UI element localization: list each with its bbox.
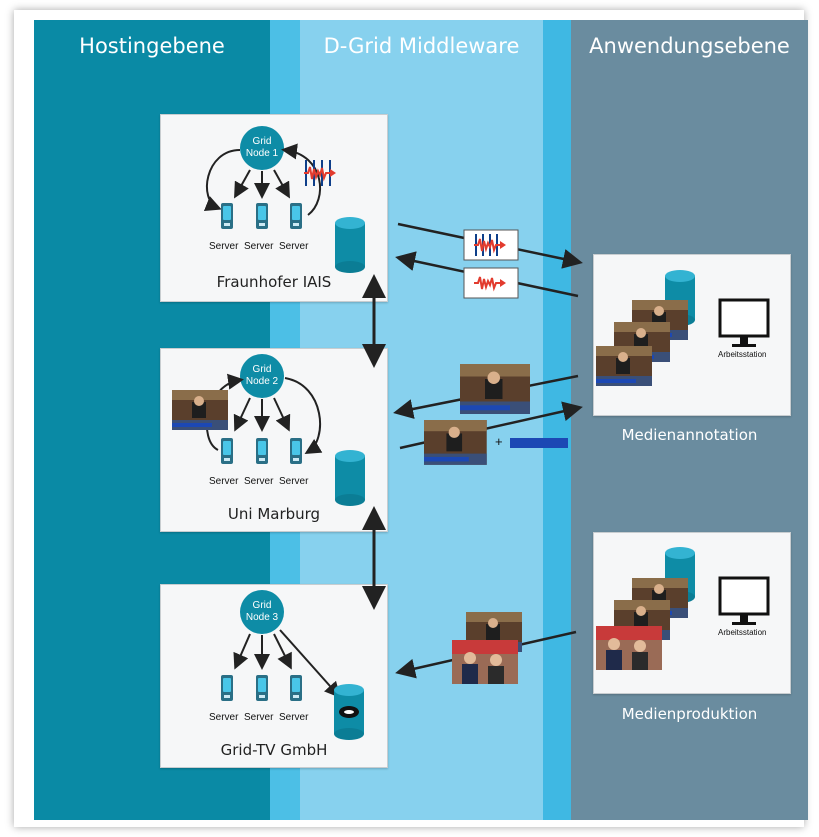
plus-sign: + bbox=[495, 434, 503, 449]
grid-node-1-icon bbox=[240, 126, 284, 170]
video-frame-icon bbox=[452, 640, 518, 684]
database-icon bbox=[335, 450, 365, 506]
node-2-line2: Node 2 bbox=[245, 376, 279, 387]
server-label: Server bbox=[244, 476, 274, 487]
server-label: Server bbox=[244, 712, 274, 723]
video-archive-icon bbox=[334, 684, 364, 740]
monitor-icon bbox=[718, 298, 770, 349]
node-1-line1: Grid bbox=[252, 136, 272, 147]
server-label: Server bbox=[209, 476, 239, 487]
media-stream-icon bbox=[303, 160, 337, 186]
server-icon bbox=[290, 438, 302, 464]
workstation-label-annotation: Arbeitsstation bbox=[718, 350, 767, 359]
server-icon bbox=[290, 203, 302, 229]
video-frame-icon bbox=[172, 390, 228, 430]
node-2-label: Grid Node 2 bbox=[240, 364, 284, 388]
video-frame-icon bbox=[596, 626, 662, 670]
caption-bar-icon bbox=[510, 438, 568, 448]
server-label: Server bbox=[209, 241, 239, 252]
middleware-title: D-Grid Middleware bbox=[323, 34, 520, 58]
server-icon bbox=[256, 203, 268, 229]
node-1-line2: Node 1 bbox=[245, 148, 279, 159]
workstation-label-production: Arbeitsstation bbox=[718, 628, 767, 637]
server-icon bbox=[256, 675, 268, 701]
video-frame-icon bbox=[596, 346, 652, 386]
grid-node-3-icon bbox=[240, 590, 284, 634]
grid-node-2-icon bbox=[240, 354, 284, 398]
application-title: Anwendungsebene bbox=[589, 34, 790, 58]
media-stream-icon bbox=[473, 234, 507, 256]
server-icon bbox=[256, 438, 268, 464]
server-icon bbox=[221, 675, 233, 701]
hosting-title: Hostingebene bbox=[79, 34, 225, 58]
app-label-annotation: Medienannotation bbox=[621, 426, 758, 444]
server-label: Server bbox=[244, 241, 274, 252]
database-icon bbox=[335, 217, 365, 273]
site-label-2: Uni Marburg bbox=[227, 505, 321, 523]
server-label: Server bbox=[279, 712, 309, 723]
video-frame-icon bbox=[424, 420, 487, 465]
node-2-line1: Grid bbox=[252, 364, 272, 375]
video-frame-icon bbox=[460, 364, 530, 414]
server-label: Server bbox=[279, 476, 309, 487]
node-3-line1: Grid bbox=[252, 600, 272, 611]
server-icon bbox=[221, 203, 233, 229]
server-label: Server bbox=[209, 712, 239, 723]
server-icon bbox=[290, 675, 302, 701]
node-1-label: Grid Node 1 bbox=[240, 136, 284, 160]
server-label: Server bbox=[279, 241, 309, 252]
app-label-production: Medienproduktion bbox=[621, 705, 758, 723]
site-label-3: Grid-TV GmbH bbox=[220, 741, 328, 759]
server-icon bbox=[221, 438, 233, 464]
node-3-line2: Node 3 bbox=[245, 612, 279, 623]
monitor-icon bbox=[718, 576, 770, 627]
site-label-1: Fraunhofer IAIS bbox=[216, 273, 332, 291]
node-3-label: Grid Node 3 bbox=[240, 600, 284, 624]
